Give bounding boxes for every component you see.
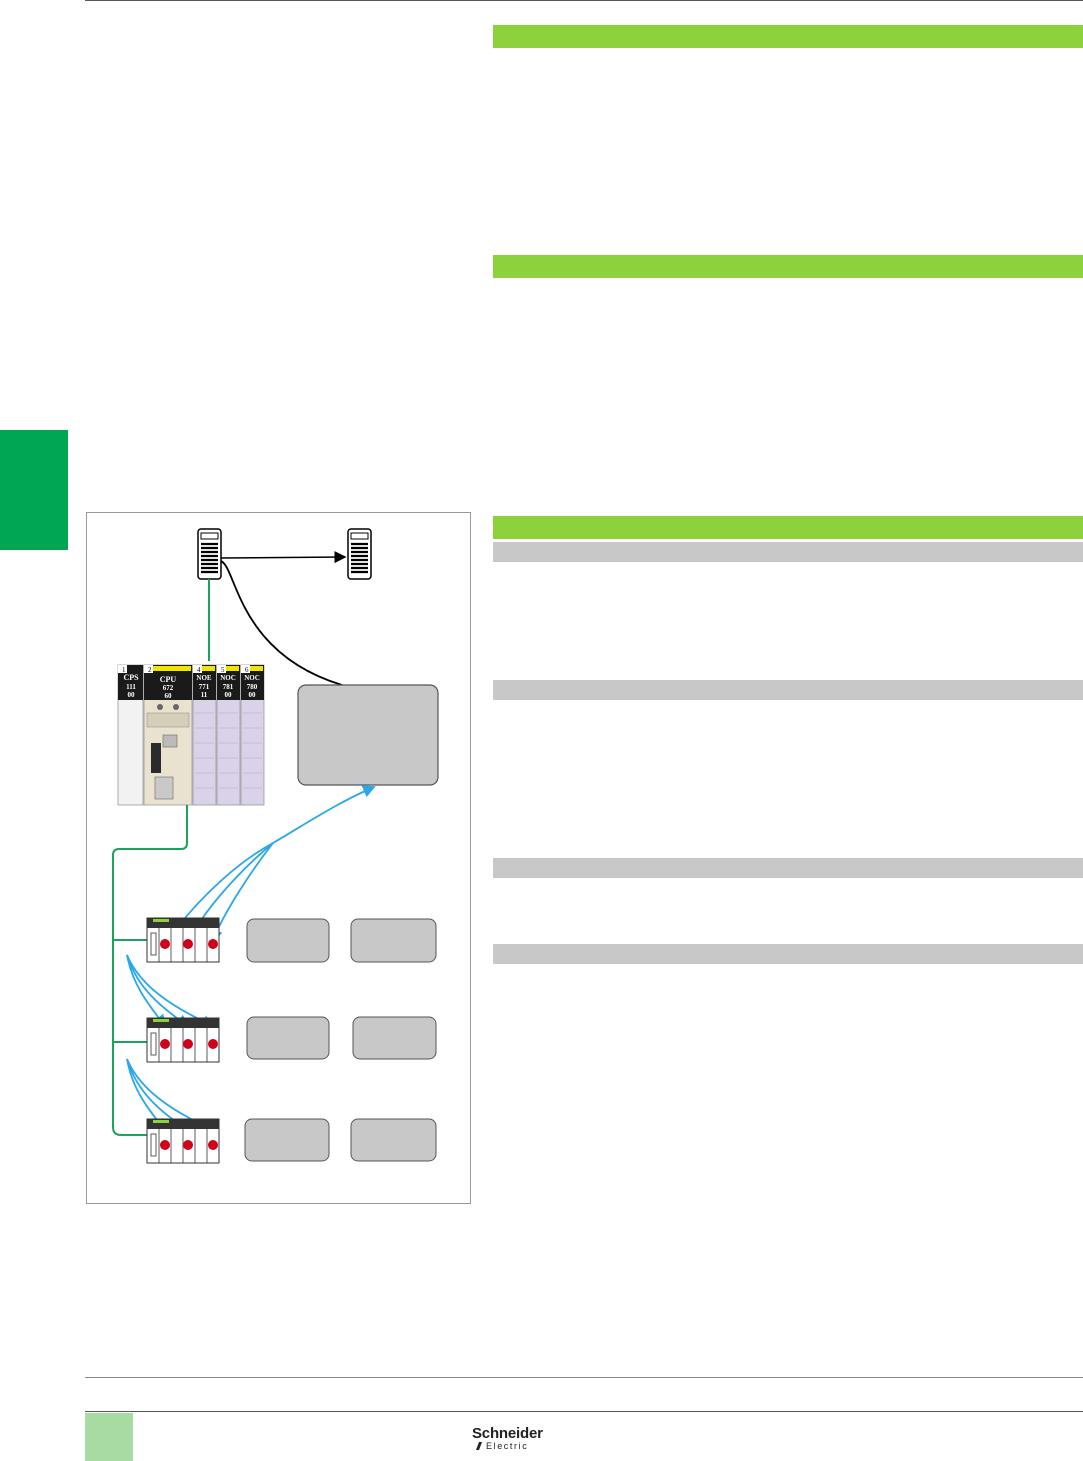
io-point xyxy=(160,1039,170,1049)
rack-module-label: CPS xyxy=(123,673,139,682)
rack-module-label: 111 xyxy=(126,683,136,691)
section-bar-3 xyxy=(493,516,1083,539)
io-point xyxy=(183,1140,193,1150)
rack-module-label: 780 xyxy=(247,683,258,691)
rack-slot-number: 6 xyxy=(245,666,249,674)
rack-module-label: NOC xyxy=(244,674,260,682)
device-box xyxy=(246,918,330,963)
io-point xyxy=(208,1140,218,1150)
io-point xyxy=(183,939,193,949)
subsection-bar-3 xyxy=(493,858,1083,878)
logo-brand-name: Schneider xyxy=(472,1425,543,1442)
rack-slot-number: 2 xyxy=(148,666,152,674)
rack-module-label: 60 xyxy=(165,692,173,700)
rack-slot-number: 4 xyxy=(197,666,201,674)
rack-module-label: NOE xyxy=(196,674,212,682)
device-box xyxy=(352,1016,437,1060)
section-bar-1 xyxy=(493,25,1083,48)
rack-module-label: CPU xyxy=(160,675,177,684)
device-box xyxy=(246,1016,330,1060)
rack-slot-number: 5 xyxy=(221,666,225,674)
subsection-bar-2 xyxy=(493,680,1083,700)
station-box xyxy=(297,684,439,786)
footer-rule xyxy=(85,1411,1083,1412)
rack-module-label: 781 xyxy=(223,683,234,691)
rack-slot-number: 1 xyxy=(122,666,126,674)
rack-module-label: 00 xyxy=(225,691,233,699)
rack-module-label: 00 xyxy=(128,691,136,699)
logo-brand-sub: Electric xyxy=(486,1441,529,1451)
io-point xyxy=(160,939,170,949)
ethernet-switch-icon xyxy=(347,528,372,580)
io-point xyxy=(208,1039,218,1049)
io-drop xyxy=(146,1118,220,1164)
page-number-box xyxy=(85,1413,133,1461)
cable-to-station xyxy=(220,560,343,686)
footer-rule xyxy=(85,1377,1083,1378)
io-point xyxy=(208,939,218,949)
ethernet-switch-icon xyxy=(197,528,222,580)
io-drop xyxy=(146,1017,220,1063)
top-rule xyxy=(85,0,1083,1)
io-point xyxy=(160,1140,170,1150)
logo-mark-icon xyxy=(476,1442,482,1450)
rack-module-label: 00 xyxy=(249,691,257,699)
device-box xyxy=(350,1118,437,1162)
subsection-bar-1 xyxy=(493,542,1083,562)
architecture-diagram: 1 CPS 111 00 2 CPU 672 60 4 NOE 7 xyxy=(86,512,471,1204)
schneider-electric-logo: Schneider Electric xyxy=(472,1425,562,1453)
rack-module-label: 11 xyxy=(201,691,208,699)
device-box xyxy=(350,918,437,963)
io-drop xyxy=(146,917,220,963)
io-network-ring xyxy=(112,805,188,1136)
chapter-side-tab xyxy=(0,430,68,550)
device-box xyxy=(244,1118,330,1162)
rack-module-label: 771 xyxy=(199,683,210,691)
rack-module-label: 672 xyxy=(163,684,174,692)
io-point xyxy=(183,1039,193,1049)
section-bar-2 xyxy=(493,255,1083,278)
architecture-diagram-svg: 1 CPS 111 00 2 CPU 672 60 4 NOE 7 xyxy=(112,528,439,1164)
rack-module-label: NOC xyxy=(220,674,236,682)
switch-link xyxy=(220,551,347,564)
plc-rack: 1 CPS 111 00 2 CPU 672 60 4 NOE 7 xyxy=(117,664,265,806)
subsection-bar-4 xyxy=(493,944,1083,964)
